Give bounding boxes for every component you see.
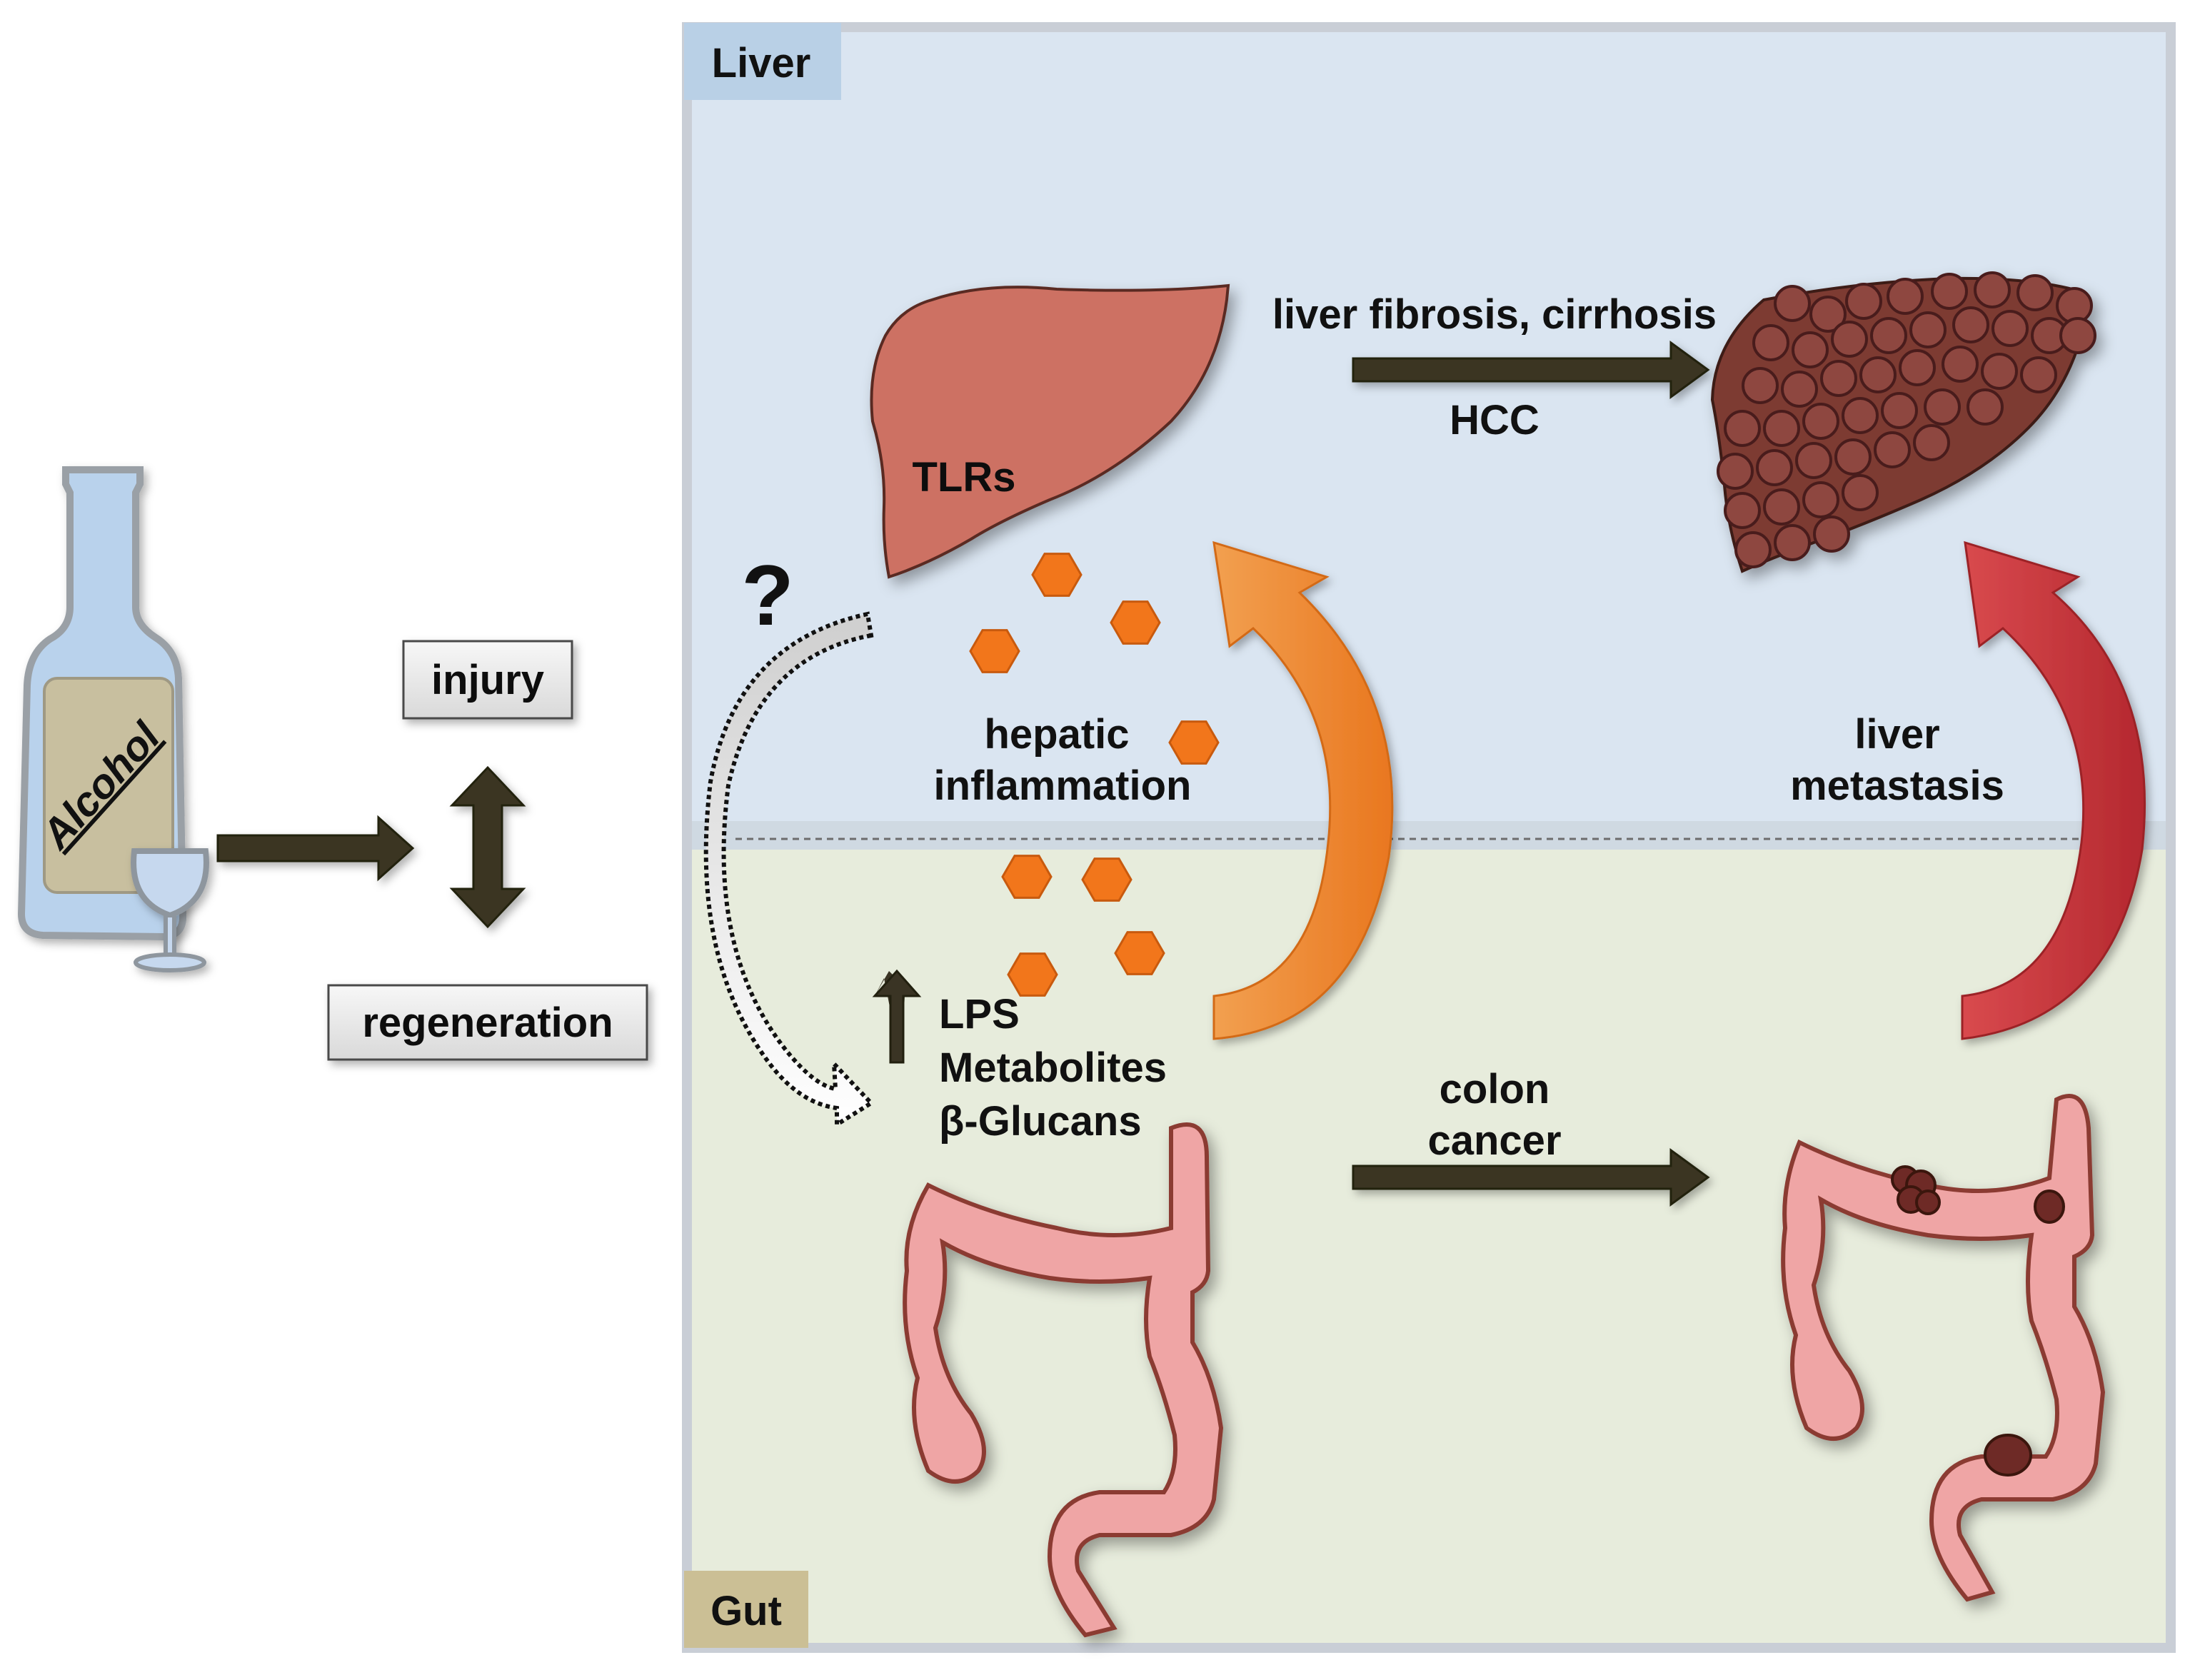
- tumor-nodule: [1831, 321, 1868, 358]
- tumor-nodules: [1717, 271, 2096, 568]
- dotted-question-arrow: [703, 611, 875, 1129]
- tumor-nodule: [1774, 285, 1811, 322]
- tumor-nodule: [1870, 317, 1907, 354]
- injury-regeneration-double-arrow: [449, 765, 526, 929]
- progression-arrow-bottom: [1352, 1148, 1710, 1207]
- tumor-nodule: [2016, 274, 2054, 311]
- alcohol-bottle-illustration: Alcohol: [17, 466, 209, 972]
- fibrosis-cirrhosis-label: liver fibrosis, cirrhosis: [1272, 291, 1717, 338]
- liver-zone-tag: Liver: [684, 23, 841, 100]
- colon-label: colon: [1440, 1066, 1550, 1112]
- tumor-nodule: [1734, 531, 1772, 568]
- tumor-nodule: [1874, 431, 1911, 468]
- tumor-nodule: [1859, 356, 1897, 393]
- alcohol-to-liver-arrow: [216, 815, 415, 882]
- liver-zone-label: Liver: [712, 40, 811, 86]
- pamp-hexagon: [969, 629, 1020, 673]
- tumor-nodule: [1845, 283, 1882, 320]
- tumor-nodule: [1887, 278, 1924, 315]
- tumor-nodule: [1842, 474, 1879, 511]
- beta-glucans-label: β-Glucans: [939, 1098, 1142, 1145]
- wine-glass-icon: [131, 848, 209, 972]
- colon-tumors: [1891, 1165, 2065, 1477]
- bottle-label: [43, 677, 174, 894]
- tumor-nodule: [1991, 310, 2029, 347]
- tumor-nodule: [1742, 367, 1779, 404]
- liver-metastasis-line2: metastasis: [1790, 763, 2004, 809]
- tumor-nodule: [1974, 271, 2011, 308]
- regeneration-label: regeneration: [362, 1000, 613, 1046]
- tumor-nodule: [1792, 331, 1829, 368]
- lps-label: LPS: [939, 991, 1020, 1037]
- tumor-nodule: [1724, 492, 1761, 529]
- cancer-label: cancer: [1427, 1117, 1561, 1164]
- progression-arrow-top: [1352, 341, 1710, 399]
- injury-label: injury: [431, 657, 544, 703]
- tumor-nodule: [2020, 356, 2057, 393]
- diseased-liver-illustration: [1710, 271, 2096, 573]
- tumor-nodule: [1795, 442, 1832, 479]
- pamp-hexagon: [1110, 600, 1161, 645]
- tumor-nodule: [1981, 353, 2018, 390]
- pamp-hexagon: [1168, 720, 1220, 765]
- tumor-nodule: [1942, 346, 1979, 383]
- tumor-nodule: [1881, 392, 1918, 429]
- healthy-colon-illustration: [903, 1122, 1224, 1638]
- tumor-nodule: [1752, 324, 1789, 361]
- gut-zone-tag: Gut: [684, 1571, 808, 1648]
- tumor-nodule: [1820, 360, 1857, 397]
- liver-gut-panel: [682, 22, 2176, 1653]
- tumor-nodule: [1931, 273, 1968, 310]
- red-curved-arrow: [1961, 540, 2146, 1040]
- tumor-nodule: [1756, 449, 1793, 486]
- tumor-nodule: [1967, 388, 2004, 426]
- liver-metastasis-line1: liver: [1854, 711, 1939, 758]
- tumor-nodule: [1813, 515, 1850, 553]
- injury-box: injury: [402, 640, 573, 720]
- pamp-hexagon: [1001, 855, 1053, 899]
- healthy-liver-illustration: TLRs: [870, 283, 1230, 579]
- hepatic-inflammation-line2: inflammation: [934, 763, 1192, 809]
- metabolites-label: Metabolites: [939, 1045, 1167, 1091]
- tumor-nodule: [1717, 453, 1754, 490]
- tlrs-label: TLRs: [913, 454, 1016, 501]
- pamp-hexagon: [1114, 931, 1165, 975]
- regeneration-box: regeneration: [327, 984, 648, 1061]
- tumor-nodule: [1724, 410, 1761, 447]
- tumor-nodule: [1809, 296, 1847, 333]
- tumor-nodule: [1774, 524, 1811, 561]
- tumor-nodule: [1834, 438, 1872, 476]
- question-mark: ?: [741, 548, 793, 643]
- tumor-nodule: [1802, 481, 1839, 518]
- tumor-nodule: [1952, 306, 1989, 343]
- tumor-nodule: [1763, 488, 1800, 525]
- tumor-nodule: [1913, 424, 1950, 461]
- tumor-nodule: [1763, 410, 1800, 447]
- tumor-nodule: [1802, 403, 1839, 440]
- pamp-hexagon: [1007, 952, 1058, 997]
- tumor-nodule: [1842, 397, 1879, 434]
- tumor-nodule: [2059, 317, 2096, 354]
- hepatic-inflammation-line1: hepatic: [984, 711, 1129, 758]
- pamp-hexagon: [1031, 553, 1083, 597]
- cancerous-colon-illustration: [1781, 1094, 2106, 1602]
- tumor-nodule: [1909, 311, 1947, 348]
- tumor-nodule: [1781, 371, 1818, 408]
- increase-arrow-up: [872, 969, 922, 1064]
- tumor-nodule: [1924, 388, 1961, 426]
- pamp-hexagon: [1081, 857, 1132, 902]
- hcc-label: HCC: [1450, 397, 1540, 443]
- pamp-hexagons: [969, 553, 1220, 997]
- tumor-nodule: [1899, 349, 1936, 386]
- gut-zone-label: Gut: [710, 1588, 782, 1634]
- orange-curved-arrow: [1212, 540, 1394, 1040]
